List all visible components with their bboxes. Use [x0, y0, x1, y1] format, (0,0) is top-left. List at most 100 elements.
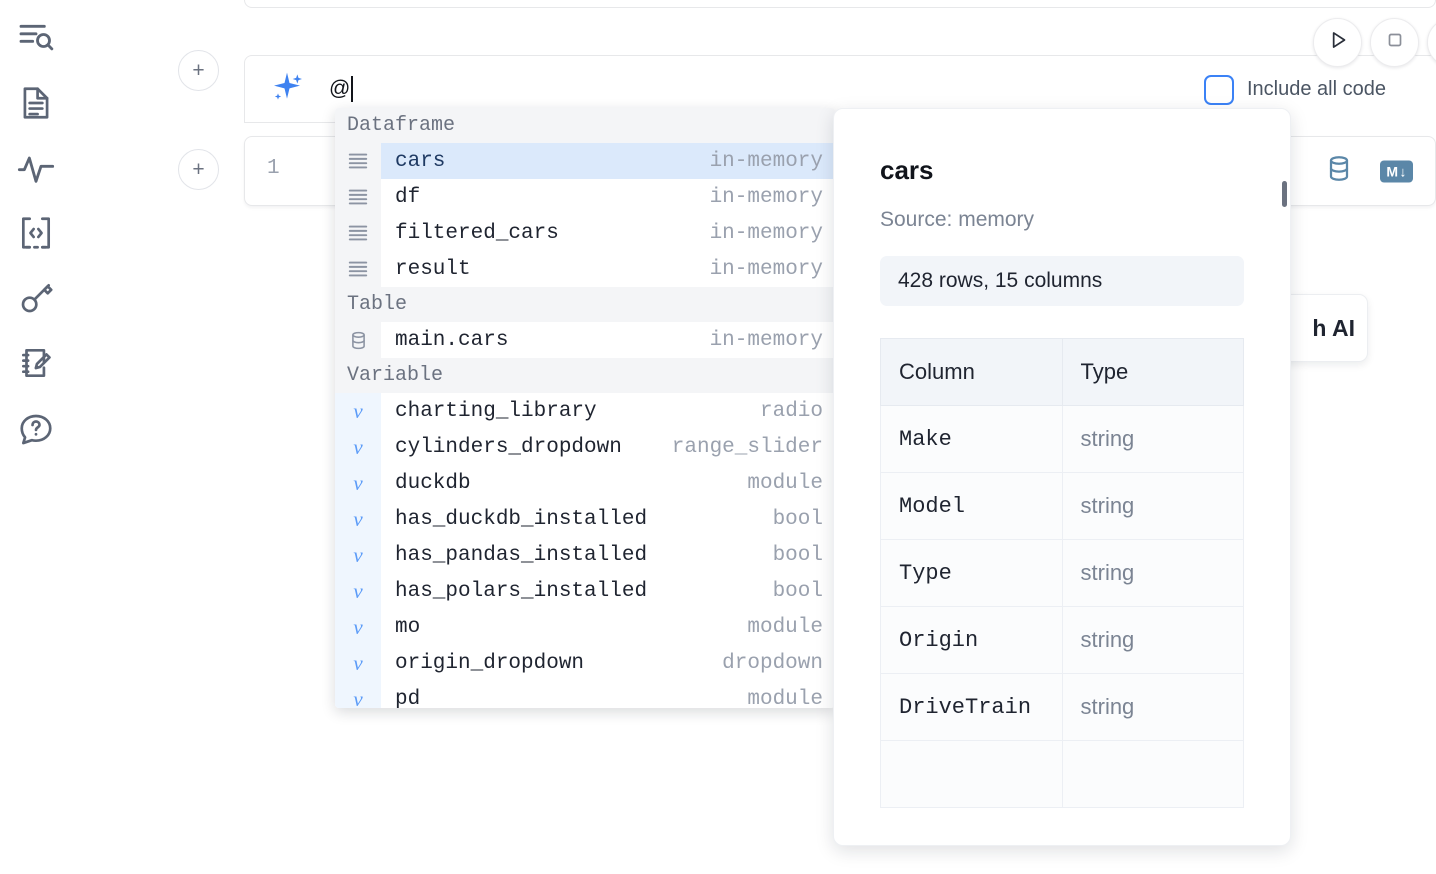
doc-title: cars [880, 155, 934, 185]
variable-icon: v [335, 393, 381, 429]
include-all-code-toggle[interactable]: Include all code [1204, 74, 1386, 105]
autocomplete-item-type: module [747, 687, 823, 709]
line-number: 1 [267, 157, 280, 180]
schema-column-name: DriveTrain [880, 673, 1063, 741]
add-cell-below-button[interactable]: + [178, 149, 219, 190]
dataframe-icon [335, 143, 381, 179]
autocomplete-item[interactable]: result in-memory [335, 251, 835, 287]
autocomplete-item[interactable]: v cylinders_dropdown range_slider [335, 429, 835, 465]
autocomplete-item-name: has_pandas_installed [395, 543, 648, 567]
scrollbar-thumb[interactable] [1282, 181, 1287, 207]
autocomplete-item-type: bool [772, 507, 823, 531]
variable-icon: v [335, 429, 381, 465]
cell-toolbar: M↓ [1324, 154, 1413, 189]
schema-column-type [1061, 740, 1244, 808]
schema-column-type: string [1061, 606, 1244, 674]
schema-column-type: string [1061, 472, 1244, 540]
schema-column-name: Model [880, 472, 1063, 540]
documentation-panel: cars Source: memory 428 rows, 15 columns… [833, 108, 1291, 846]
generate-with-ai-button[interactable]: h AI [1276, 294, 1368, 362]
autocomplete-item-name: pd [395, 687, 421, 709]
add-cell-above-button[interactable]: + [178, 50, 219, 91]
autocomplete-item-name: main.cars [395, 328, 509, 352]
autocomplete-item-name: result [395, 257, 471, 281]
autocomplete-item-name: has_duckdb_installed [395, 507, 648, 531]
dataframe-icon [335, 251, 381, 287]
autocomplete-item[interactable]: filtered_cars in-memory [335, 215, 835, 251]
doc-stats: 428 rows, 15 columns [880, 256, 1244, 306]
autocomplete-item-type: in-memory [709, 185, 823, 209]
autocomplete-item-type: in-memory [709, 149, 823, 173]
table-db-icon [335, 322, 381, 358]
table-row [880, 740, 1244, 808]
variable-icon: v [335, 501, 381, 537]
schema-column-name [880, 740, 1063, 808]
sidebar-item-code-snippets[interactable] [14, 211, 58, 255]
code-brackets-icon [17, 214, 55, 252]
run-button[interactable] [1313, 18, 1362, 67]
sidebar-item-help[interactable] [14, 406, 58, 450]
schema-column-type: string [1061, 673, 1244, 741]
sidebar-item-file-search[interactable] [14, 16, 58, 60]
schema-column-type: string [1061, 405, 1244, 473]
ai-prompt-input[interactable]: @ [329, 56, 1172, 122]
autocomplete-item-type: range_slider [671, 435, 823, 459]
sidebar-item-secrets[interactable] [14, 276, 58, 320]
sidebar-item-activity[interactable] [14, 146, 58, 190]
column-header-type: Type [1061, 338, 1244, 406]
autocomplete-item-name: filtered_cars [395, 221, 559, 245]
markdown-icon[interactable]: M↓ [1380, 160, 1413, 182]
sidebar-item-scratchpad[interactable] [14, 341, 58, 385]
sidebar-item-document[interactable] [14, 81, 58, 125]
autocomplete-group-header: Dataframe [335, 108, 835, 143]
schema-column-name: Type [880, 539, 1063, 607]
autocomplete-item-type: module [747, 615, 823, 639]
notebook-edit-icon [17, 344, 55, 382]
document-icon [17, 84, 55, 122]
autocomplete-item-name: mo [395, 615, 421, 639]
database-icon[interactable] [1324, 154, 1354, 189]
autocomplete-group-header: Variable [335, 358, 835, 393]
stop-square-icon [1383, 28, 1407, 57]
stop-button[interactable] [1370, 18, 1419, 67]
autocomplete-item[interactable]: v charting_library radio [335, 393, 835, 429]
autocomplete-item-type: in-memory [709, 328, 823, 352]
activity-icon [16, 148, 56, 188]
autocomplete-item[interactable]: v has_duckdb_installed bool [335, 501, 835, 537]
variable-icon: v [335, 609, 381, 645]
schema-column-type: string [1061, 539, 1244, 607]
variable-icon: v [335, 645, 381, 681]
autocomplete-item-name: has_polars_installed [395, 579, 648, 603]
help-chat-icon [17, 409, 55, 447]
sidebar-rail [0, 0, 72, 874]
autocomplete-item-type: in-memory [709, 221, 823, 245]
text-cursor [351, 76, 354, 102]
doc-source: Source: memory [880, 208, 1035, 231]
cell-above-partial [244, 0, 1436, 8]
autocomplete-item-name: charting_library [395, 399, 597, 423]
dataframe-icon [335, 215, 381, 251]
checkbox-icon[interactable] [1204, 74, 1234, 105]
autocomplete-item[interactable]: main.cars in-memory [335, 322, 835, 358]
autocomplete-item-type: radio [759, 399, 823, 423]
include-all-code-label: Include all code [1247, 78, 1386, 100]
autocomplete-item-type: dropdown [722, 651, 823, 675]
schema-column-name: Origin [880, 606, 1063, 674]
autocomplete-group-header: Table [335, 287, 835, 322]
file-search-icon [16, 18, 56, 58]
autocomplete-item-type: in-memory [709, 257, 823, 281]
autocomplete-item-name: cylinders_dropdown [395, 435, 622, 459]
dataframe-icon [335, 179, 381, 215]
autocomplete-item-type: bool [772, 543, 823, 567]
